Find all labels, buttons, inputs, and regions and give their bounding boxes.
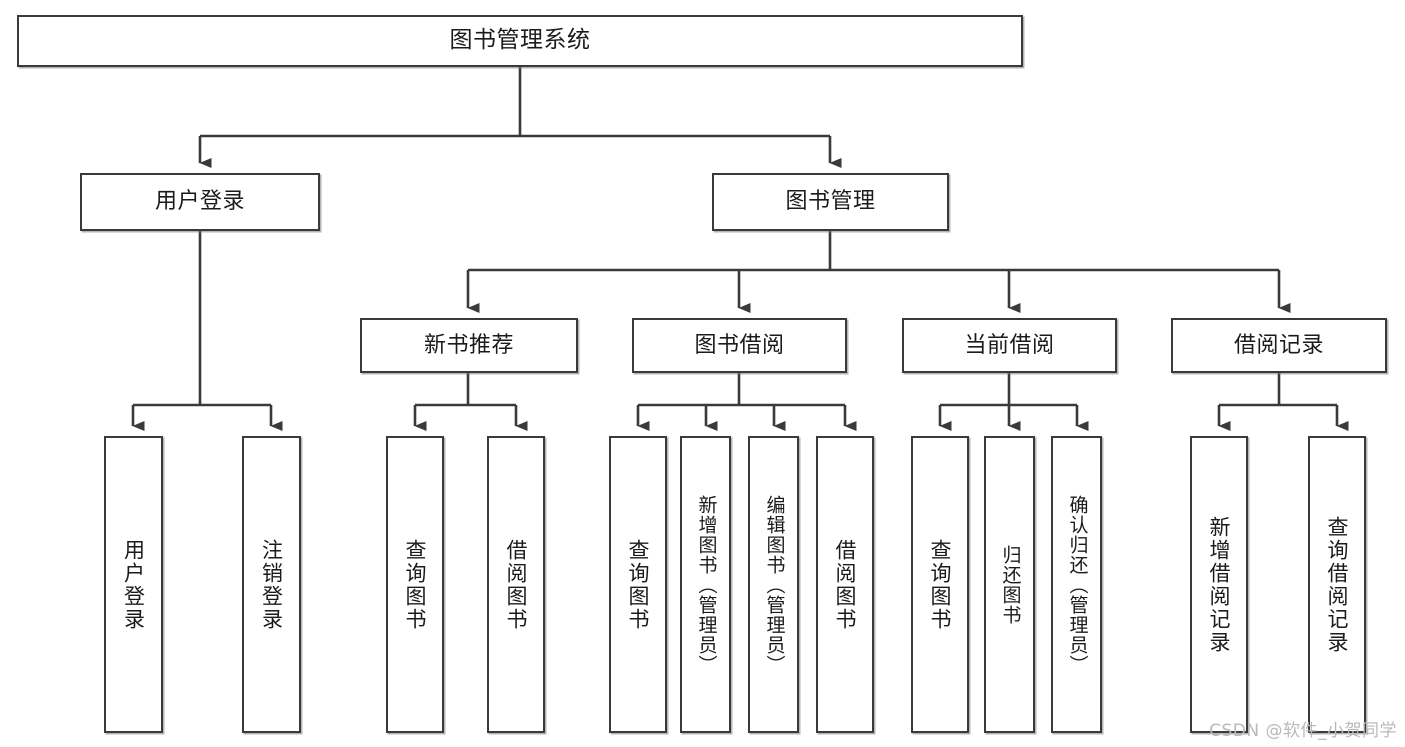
node-label: 图书管理系统 (449, 27, 591, 54)
node-user-login[interactable]: 用户登录 (80, 173, 320, 231)
node-book-management[interactable]: 图书管理 (712, 173, 949, 231)
leaf-add-book-admin[interactable]: 新增图书（管理员） (680, 436, 731, 733)
leaf-add-borrow-record[interactable]: 新增借阅记录 (1190, 436, 1248, 733)
node-label: 确认归还（管理员） (1066, 494, 1089, 675)
node-label: 图书借阅 (694, 332, 785, 358)
node-book-borrow[interactable]: 图书借阅 (632, 318, 847, 373)
node-label: 新增图书（管理员） (695, 494, 718, 675)
node-label: 归还图书 (999, 544, 1022, 625)
leaf-logout[interactable]: 注销登录 (242, 436, 301, 733)
node-label: 用户登录 (154, 189, 245, 215)
node-label: 借阅记录 (1233, 332, 1324, 358)
node-label: 查询借阅记录 (1325, 515, 1350, 654)
node-current-borrow[interactable]: 当前借阅 (902, 318, 1117, 373)
node-label: 新书推荐 (423, 332, 514, 358)
leaf-query-book-borrow[interactable]: 查询图书 (609, 436, 667, 733)
node-label: 借阅图书 (504, 538, 529, 631)
node-label: 借阅图书 (833, 538, 858, 631)
csdn-watermark: CSDN @软件_小贺同学 (1209, 721, 1397, 741)
node-label: 当前借阅 (964, 332, 1055, 358)
node-borrow-record[interactable]: 借阅记录 (1171, 318, 1387, 373)
node-label: 用户登录 (121, 538, 146, 631)
leaf-borrow-book[interactable]: 借阅图书 (816, 436, 874, 733)
node-label: 编辑图书（管理员） (763, 494, 786, 675)
node-label: 查询图书 (626, 538, 651, 631)
leaf-borrow-book-recommend[interactable]: 借阅图书 (487, 436, 545, 733)
leaf-user-login[interactable]: 用户登录 (104, 436, 163, 733)
leaf-confirm-return-admin[interactable]: 确认归还（管理员） (1051, 436, 1102, 733)
leaf-query-book-current[interactable]: 查询图书 (911, 436, 969, 733)
node-label: 查询图书 (403, 538, 428, 631)
leaf-query-book-recommend[interactable]: 查询图书 (386, 436, 444, 733)
node-root-system[interactable]: 图书管理系统 (17, 15, 1023, 67)
node-label: 注销登录 (259, 538, 284, 631)
node-label: 新增借阅记录 (1207, 515, 1232, 654)
leaf-edit-book-admin[interactable]: 编辑图书（管理员） (748, 436, 799, 733)
leaf-query-borrow-record[interactable]: 查询借阅记录 (1308, 436, 1366, 733)
node-new-book-recommend[interactable]: 新书推荐 (360, 318, 578, 373)
leaf-return-book[interactable]: 归还图书 (984, 436, 1035, 733)
node-label: 查询图书 (928, 538, 953, 631)
node-label: 图书管理 (785, 189, 876, 215)
